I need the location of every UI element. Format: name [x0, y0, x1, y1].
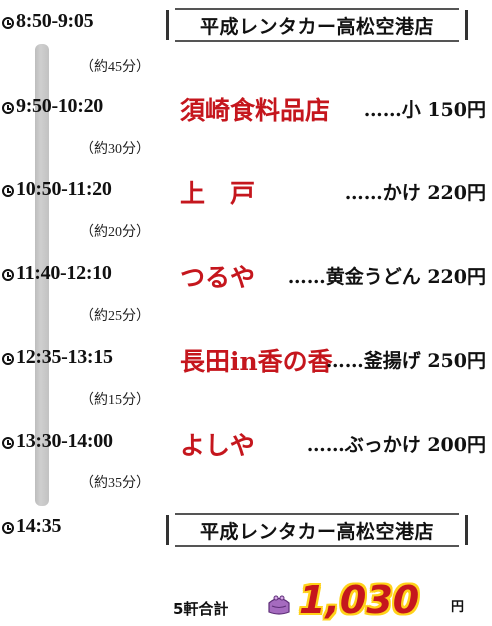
- schedule-row: 10:50-11:20 上 戸 ……かけ 220円: [0, 178, 492, 208]
- menu-item-price: ……釜揚げ 250円: [325, 350, 486, 372]
- total-amount: 1,030: [299, 578, 420, 622]
- clock-icon: [2, 17, 14, 29]
- shop-name: 長田in香の香: [180, 347, 333, 376]
- clock-icon: [2, 102, 14, 114]
- total-summary: 5軒合計 1,030 円: [173, 578, 473, 624]
- shop-name: よしや: [180, 431, 255, 460]
- clock-icon: [2, 185, 14, 197]
- schedule-row: 11:40-12:10 つるや ……黄金うどん 220円: [0, 262, 492, 292]
- total-label: 5軒合計: [173, 600, 229, 618]
- rental-end-label: 平成レンタカー高松空港店: [166, 513, 468, 547]
- shop-name: 上 戸: [180, 179, 256, 208]
- clock-icon: [2, 353, 14, 365]
- total-unit: 円: [451, 600, 465, 615]
- schedule-row: 13:30-14:00 よしや ……ぶっかけ 200円: [0, 430, 492, 460]
- clock-icon: [2, 437, 14, 449]
- time-label: 12:35-13:15: [16, 346, 113, 368]
- duration-label: （約20分）: [80, 225, 150, 240]
- time-label: 10:50-11:20: [16, 178, 112, 200]
- duration-label: （約35分）: [80, 476, 150, 491]
- time-label: 14:35: [16, 515, 62, 537]
- duration-label: （約15分）: [80, 393, 150, 408]
- clock-icon: [2, 269, 14, 281]
- time-label: 13:30-14:00: [16, 430, 113, 452]
- duration-label: （約25分）: [80, 309, 150, 324]
- time-label: 9:50-10:20: [16, 95, 103, 117]
- schedule-row: 9:50-10:20 須崎食料品店 ……小 150円: [0, 95, 492, 125]
- schedule-row-start: 8:50-9:05 平成レンタカー高松空港店: [0, 8, 492, 42]
- shop-name: 須崎食料品店: [180, 96, 331, 125]
- duration-label: （約45分）: [80, 60, 150, 75]
- menu-item-price: ……黄金うどん 220円: [287, 266, 486, 288]
- time-label: 8:50-9:05: [16, 10, 94, 32]
- menu-item-price: ……小 150円: [363, 99, 486, 121]
- menu-item-price: ……ぶっかけ 200円: [306, 434, 486, 456]
- shop-name: つるや: [180, 263, 256, 292]
- purse-icon: [266, 594, 292, 616]
- rental-start-label: 平成レンタカー高松空港店: [166, 8, 468, 42]
- schedule-row-end: 14:35 平成レンタカー高松空港店: [0, 513, 492, 547]
- clock-icon: [2, 522, 14, 534]
- duration-label: （約30分）: [80, 142, 150, 157]
- timeline-bar: [35, 44, 49, 506]
- menu-item-price: ……かけ 220円: [344, 182, 486, 204]
- schedule-row: 12:35-13:15 長田in香の香 ……釜揚げ 250円: [0, 346, 492, 376]
- time-label: 11:40-12:10: [16, 262, 112, 284]
